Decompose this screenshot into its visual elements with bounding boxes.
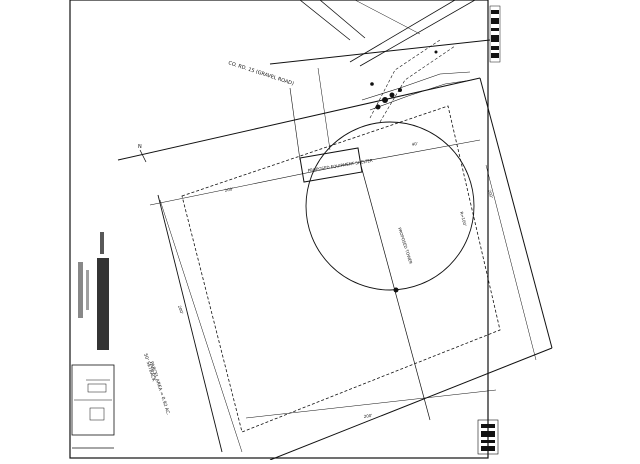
- building-label: PROPOSED EQUIPMENT SHELTER: [307, 158, 373, 173]
- tower-fall-radius: [305, 121, 475, 291]
- property-line: [117, 77, 553, 461]
- radius-label: R=100': [459, 211, 468, 227]
- title-block-bottom: [477, 419, 499, 455]
- sheet-border: [69, 0, 489, 459]
- dim-right-label: 200': [487, 189, 494, 199]
- road-label: CO. RD. 15 (GRAVEL ROAD): [227, 60, 294, 87]
- dim-left-label: 200': [177, 305, 184, 315]
- road: [269, 0, 491, 67]
- tower-label: PROPOSED TOWER: [397, 227, 414, 265]
- dimension-lines: [149, 67, 537, 453]
- north-label: N: [138, 144, 142, 150]
- parcel-label: PARCEL AREA = 0.92 AC.: [148, 361, 171, 416]
- north-arrow: N: [138, 144, 147, 163]
- access-drive: [361, 39, 473, 123]
- title-block-right: [489, 5, 501, 63]
- lease-area: [181, 105, 501, 433]
- dim-top-label: 200': [224, 186, 234, 193]
- dim-access-label: 40': [411, 141, 418, 147]
- dim-bottom-label: 200': [363, 413, 372, 419]
- left-notes: [71, 232, 115, 449]
- tower-marker: PROPOSED TOWER: [393, 227, 414, 293]
